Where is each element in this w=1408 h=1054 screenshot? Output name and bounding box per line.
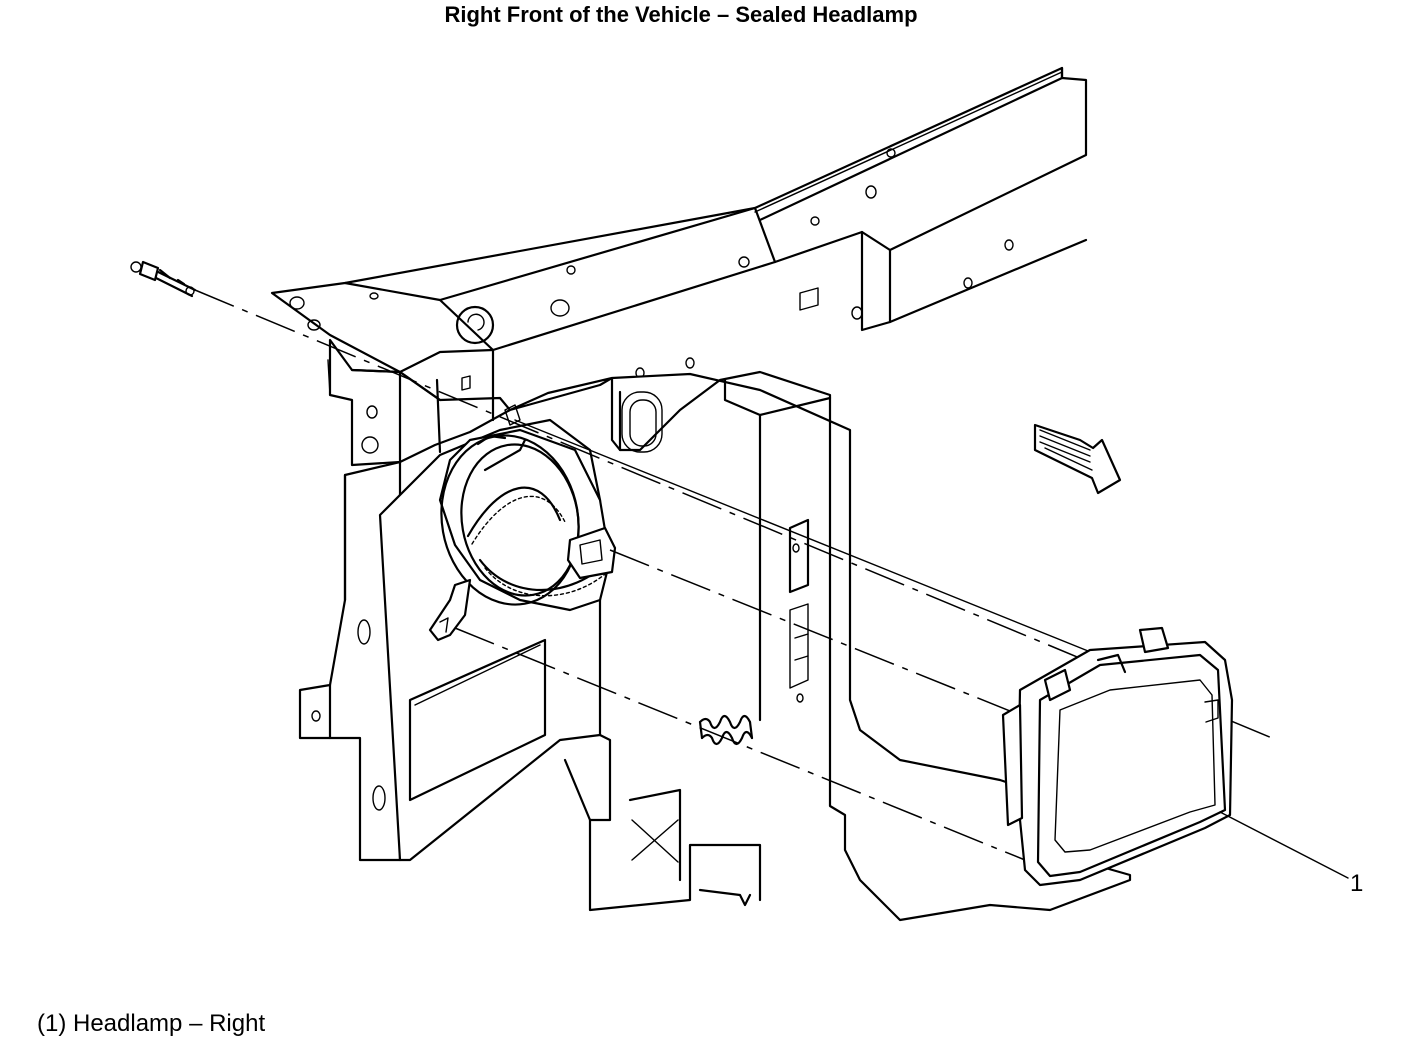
diagram-title: Right Front of the Vehicle – Sealed Head… [444,2,918,27]
adjuster-spring [698,714,754,746]
callout-1-number: 1 [1350,870,1364,897]
callout-1-leader [1219,811,1349,879]
adjuster-bolt [130,260,197,298]
headlamp-housing-ring [428,404,617,642]
radiator-support [327,338,1132,922]
headlamp-right [1001,626,1234,887]
alignment-lines [194,289,1273,861]
front-direction-arrow [1033,423,1122,495]
upper-frame-rail [270,66,1088,379]
legend-caption: (1) Headlamp – Right [37,1010,266,1037]
